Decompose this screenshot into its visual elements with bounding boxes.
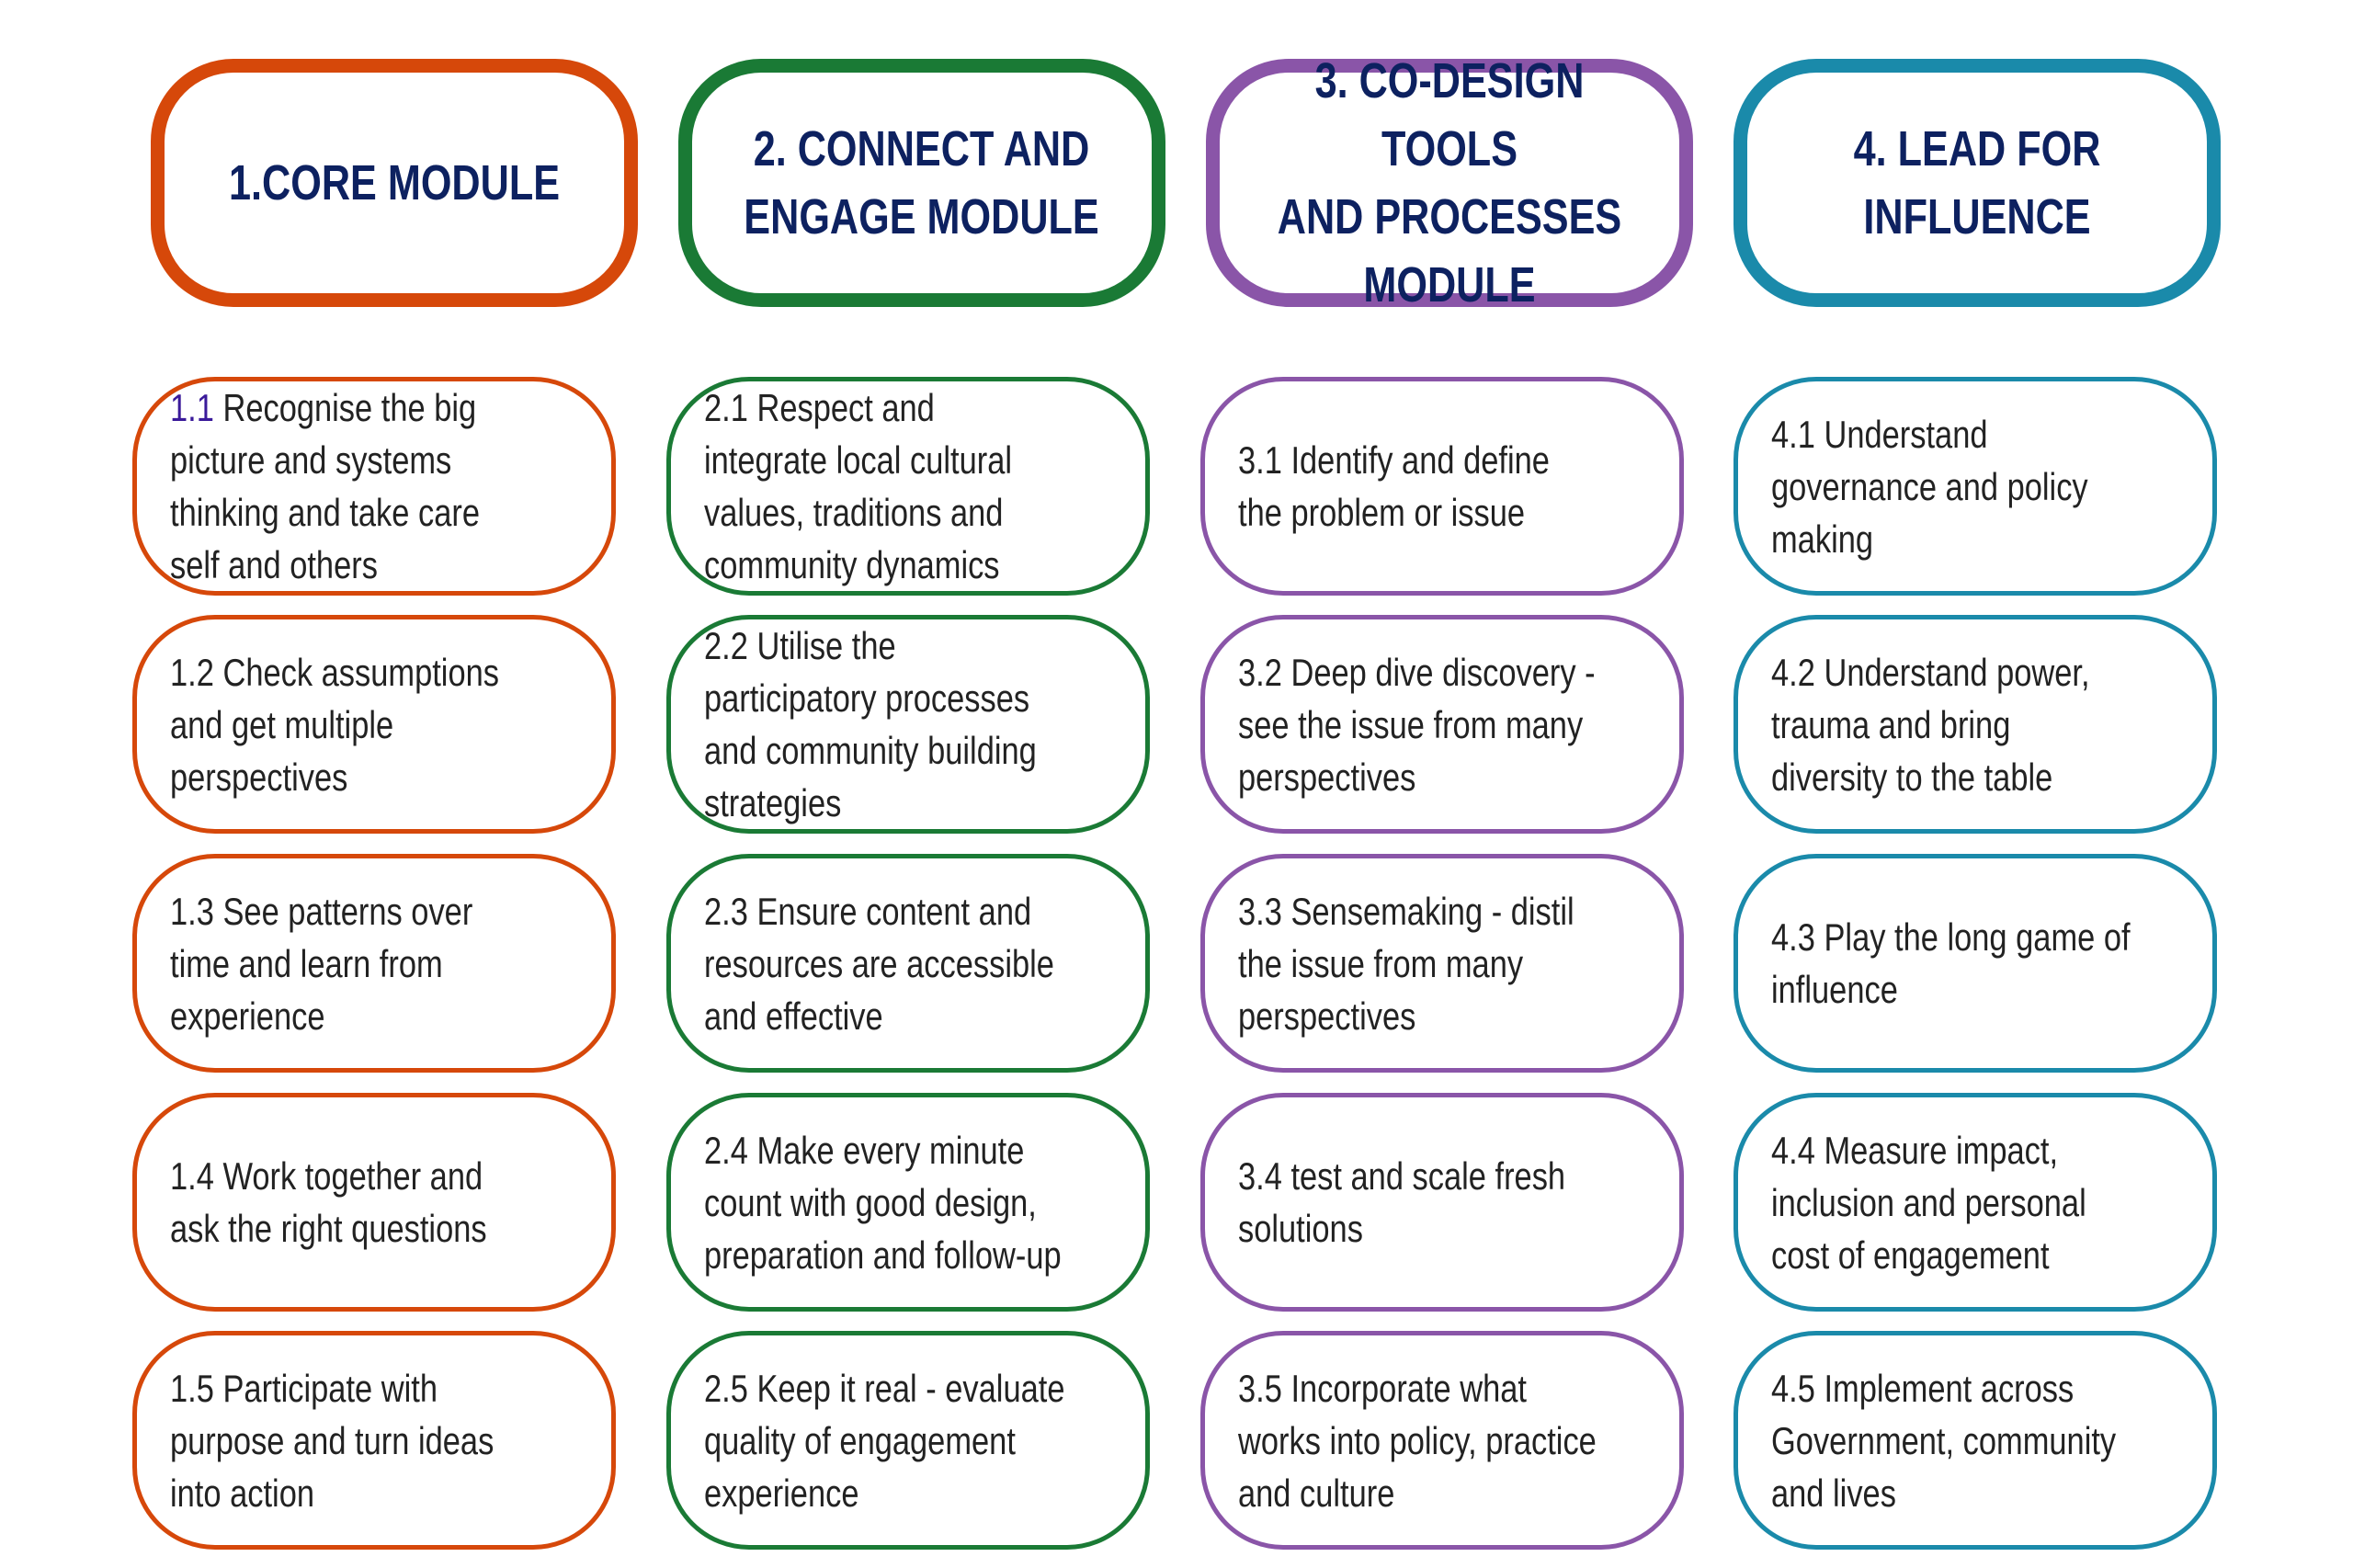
competency-text-wrap: 1.1 Recognise the big picture and system… <box>170 381 532 591</box>
competency-text-wrap: 1.3 See patterns over time and learn fro… <box>170 885 532 1042</box>
competency-text-wrap: 2.3 Ensure content and resources are acc… <box>704 885 1066 1042</box>
competency-text: 3.3 Sensemaking - distil the issue from … <box>1238 889 1574 1038</box>
competency-card-1-2: 1.2 Check assumptions and get multiple p… <box>132 615 616 834</box>
module-header-1: 1.CORE MODULE <box>151 59 638 307</box>
competency-text: 2.5 Keep it real - evaluate quality of e… <box>704 1366 1065 1515</box>
competency-text-wrap: 2.2 Utilise the participatory processes … <box>704 619 1066 829</box>
competency-text: 3.1 Identify and define the problem or i… <box>1238 438 1550 534</box>
competency-card-2-1: 2.1 Respect and integrate local cultural… <box>666 377 1150 596</box>
competency-text: Recognise the big picture and systems th… <box>170 386 480 586</box>
competency-card-3-3: 3.3 Sensemaking - distil the issue from … <box>1200 854 1684 1073</box>
competency-text: 1.2 Check assumptions and get multiple p… <box>170 650 499 799</box>
competency-text: 4.3 Play the long game of influence <box>1771 915 2131 1011</box>
competency-text: 1.4 Work together and ask the right ques… <box>170 1154 487 1250</box>
competency-card-4-4: 4.4 Measure impact, inclusion and person… <box>1733 1093 2217 1312</box>
competency-text: 2.4 Make every minute count with good de… <box>704 1128 1062 1277</box>
module-header-4: 4. LEAD FOR INFLUENCE <box>1733 59 2221 307</box>
competency-text: 1.3 See patterns over time and learn fro… <box>170 889 473 1038</box>
competency-text-wrap: 2.4 Make every minute count with good de… <box>704 1124 1066 1281</box>
competency-text-wrap: 4.2 Understand power, trauma and bring d… <box>1771 646 2133 803</box>
competency-text-wrap: 4.1 Understand governance and policy mak… <box>1771 408 2133 565</box>
competency-text-wrap: 2.5 Keep it real - evaluate quality of e… <box>704 1362 1066 1519</box>
competency-text: 4.5 Implement across Government, communi… <box>1771 1366 2117 1515</box>
competency-card-1-1: 1.1 Recognise the big picture and system… <box>132 377 616 596</box>
competency-card-2-3: 2.3 Ensure content and resources are acc… <box>666 854 1150 1073</box>
competency-card-4-3: 4.3 Play the long game of influence <box>1733 854 2217 1073</box>
competency-text-wrap: 3.3 Sensemaking - distil the issue from … <box>1238 885 1600 1042</box>
competency-text: 4.1 Understand governance and policy mak… <box>1771 412 2088 561</box>
module-header-2: 2. CONNECT AND ENGAGE MODULE <box>678 59 1165 307</box>
competency-text: 2.3 Ensure content and resources are acc… <box>704 889 1054 1038</box>
competency-text: 2.1 Respect and integrate local cultural… <box>704 386 1013 586</box>
competency-card-4-1: 4.1 Understand governance and policy mak… <box>1733 377 2217 596</box>
competency-card-2-2: 2.2 Utilise the participatory processes … <box>666 615 1150 834</box>
competency-text-wrap: 3.4 test and scale fresh solutions <box>1238 1150 1600 1255</box>
competency-text-wrap: 3.1 Identify and define the problem or i… <box>1238 434 1600 539</box>
competency-text-wrap: 4.4 Measure impact, inclusion and person… <box>1771 1124 2133 1281</box>
competency-text-wrap: 1.5 Participate with purpose and turn id… <box>170 1362 532 1519</box>
competency-text: 1.5 Participate with purpose and turn id… <box>170 1366 494 1515</box>
module-title: 2. CONNECT AND ENGAGE MODULE <box>744 121 1100 244</box>
module-header-3: 3. CO-DESIGN TOOLS AND PROCESSES MODULE <box>1206 53 1693 312</box>
competency-card-3-1: 3.1 Identify and define the problem or i… <box>1200 377 1684 596</box>
competency-text: 3.2 Deep dive discovery - see the issue … <box>1238 650 1596 799</box>
module-title: 1.CORE MODULE <box>228 155 561 210</box>
competency-text-wrap: 1.2 Check assumptions and get multiple p… <box>170 646 532 803</box>
competency-card-3-4: 3.4 test and scale fresh solutions <box>1200 1093 1684 1312</box>
competency-card-4-2: 4.2 Understand power, trauma and bring d… <box>1733 615 2217 834</box>
competency-card-3-2: 3.2 Deep dive discovery - see the issue … <box>1200 615 1684 834</box>
competency-text-wrap: 2.1 Respect and integrate local cultural… <box>704 381 1066 591</box>
competency-text: 3.5 Incorporate what works into policy, … <box>1238 1366 1597 1515</box>
competency-number: 1.1 <box>170 386 214 429</box>
competency-text-wrap: 4.5 Implement across Government, communi… <box>1771 1362 2133 1519</box>
module-title: 3. CO-DESIGN TOOLS AND PROCESSES MODULE <box>1277 53 1622 312</box>
competency-text: 4.2 Understand power, trauma and bring d… <box>1771 650 2090 799</box>
competency-text-wrap: 3.5 Incorporate what works into policy, … <box>1238 1362 1600 1519</box>
competency-card-4-5: 4.5 Implement across Government, communi… <box>1733 1331 2217 1550</box>
competency-card-2-5: 2.5 Keep it real - evaluate quality of e… <box>666 1331 1150 1550</box>
competency-text-wrap: 4.3 Play the long game of influence <box>1771 911 2133 1016</box>
competency-card-3-5: 3.5 Incorporate what works into policy, … <box>1200 1331 1684 1550</box>
competency-text: 2.2 Utilise the participatory processes … <box>704 624 1037 824</box>
competency-text-wrap: 3.2 Deep dive discovery - see the issue … <box>1238 646 1600 803</box>
competency-card-1-5: 1.5 Participate with purpose and turn id… <box>132 1331 616 1550</box>
competency-text-wrap: 1.4 Work together and ask the right ques… <box>170 1150 532 1255</box>
competency-text: 3.4 test and scale fresh solutions <box>1238 1154 1566 1250</box>
competency-card-2-4: 2.4 Make every minute count with good de… <box>666 1093 1150 1312</box>
competency-text: 4.4 Measure impact, inclusion and person… <box>1771 1128 2086 1277</box>
module-title: 4. LEAD FOR INFLUENCE <box>1853 121 2101 244</box>
competency-card-1-3: 1.3 See patterns over time and learn fro… <box>132 854 616 1073</box>
competency-card-1-4: 1.4 Work together and ask the right ques… <box>132 1093 616 1312</box>
